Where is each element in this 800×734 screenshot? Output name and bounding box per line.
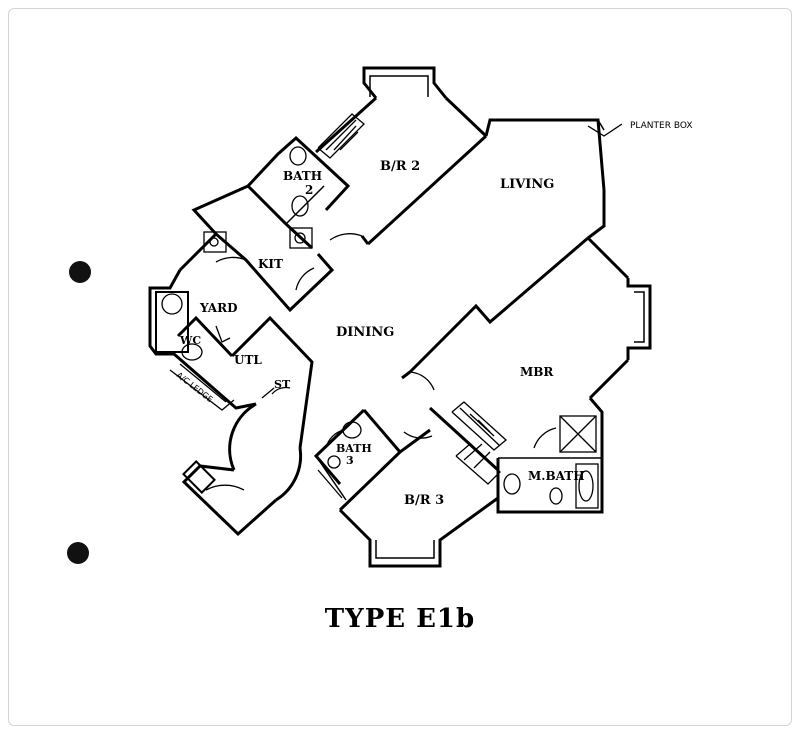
room-label-living: LIVING — [500, 177, 554, 192]
page-border — [8, 8, 792, 726]
room-label-br2: B/R 2 — [380, 159, 420, 174]
walls — [148, 66, 652, 568]
room-label-kit: KIT — [258, 257, 283, 271]
room-label-mbath: M.BATH — [528, 469, 585, 483]
fixtures — [161, 113, 623, 509]
room-label-wc: WC — [179, 334, 201, 347]
binder-hole-bottom — [67, 542, 89, 564]
room-label-bath2-number: 2 — [305, 183, 313, 197]
room-label-br3: B/R 3 — [404, 493, 444, 508]
plan-title: TYPE E1b — [324, 604, 476, 634]
room-label-yard: YARD — [199, 301, 238, 315]
room-label-dining: DINING — [336, 325, 394, 340]
room-label-bath2: BATH — [283, 169, 322, 183]
room-label-bath3-number: 3 — [346, 454, 354, 467]
room-label-utl: UTL — [234, 353, 262, 367]
planter-box-label: PLANTER BOX — [630, 121, 693, 131]
room-label-st: ST — [274, 378, 291, 391]
room-label-bath3: BATH — [336, 442, 372, 455]
room-label-mbr: MBR — [520, 365, 554, 379]
binder-hole-top — [69, 261, 91, 283]
